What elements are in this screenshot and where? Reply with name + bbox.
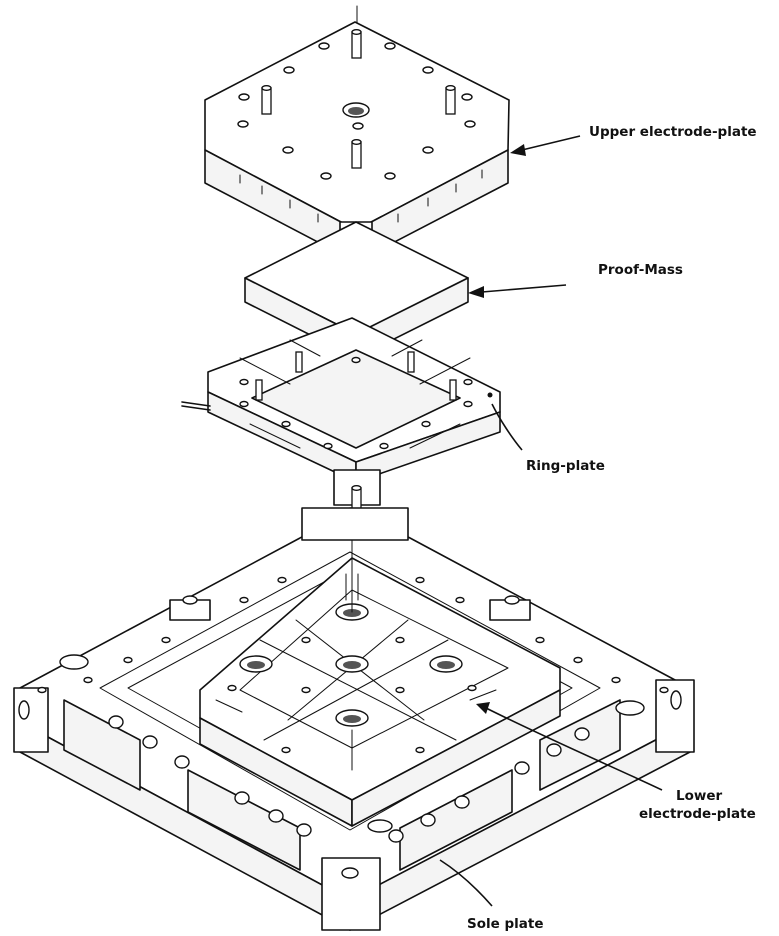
label-lower-electrode-plate: Lower electrode-plate — [476, 702, 756, 822]
label-text-sole-plate: Sole plate — [467, 916, 544, 932]
label-sole-plate: Sole plate — [439, 859, 544, 932]
arrow-lower-electrode-plate — [485, 707, 663, 791]
arrow-proof-mass — [481, 284, 567, 293]
label-text-ring-plate: Ring-plate — [526, 458, 605, 474]
label-text-lower-line1: Lower — [676, 788, 723, 804]
label-ring-plate: Ring-plate — [491, 403, 605, 474]
sole-plate-top-block — [301, 507, 409, 541]
sole-plate-front-block — [321, 857, 381, 931]
upper-plate-pins — [261, 29, 456, 169]
sole-plate-right-boss — [655, 679, 695, 753]
arrow-sole-plate — [439, 859, 493, 907]
ring-plate-posts — [255, 351, 457, 401]
label-text-upper-electrode-plate: Upper electrode-plate — [589, 124, 757, 140]
lower-plate-right-side — [351, 689, 561, 827]
sole-plate-connectors — [108, 715, 590, 843]
ring-plate-lead-wire — [181, 401, 211, 407]
lower-electrode-plate — [199, 539, 561, 827]
arrow-upper-electrode-plate — [521, 135, 581, 151]
label-upper-electrode-plate: Upper electrode-plate — [510, 124, 757, 156]
sole-plate-left-boss — [13, 687, 49, 753]
ring-plate — [181, 317, 501, 511]
label-text-lower-line2: electrode-plate — [639, 806, 756, 822]
label-text-proof-mass: Proof-Mass — [598, 262, 683, 278]
label-proof-mass: Proof-Mass — [468, 262, 683, 298]
arrow-ring-plate — [491, 403, 523, 451]
upper-plate-holes — [237, 42, 476, 180]
